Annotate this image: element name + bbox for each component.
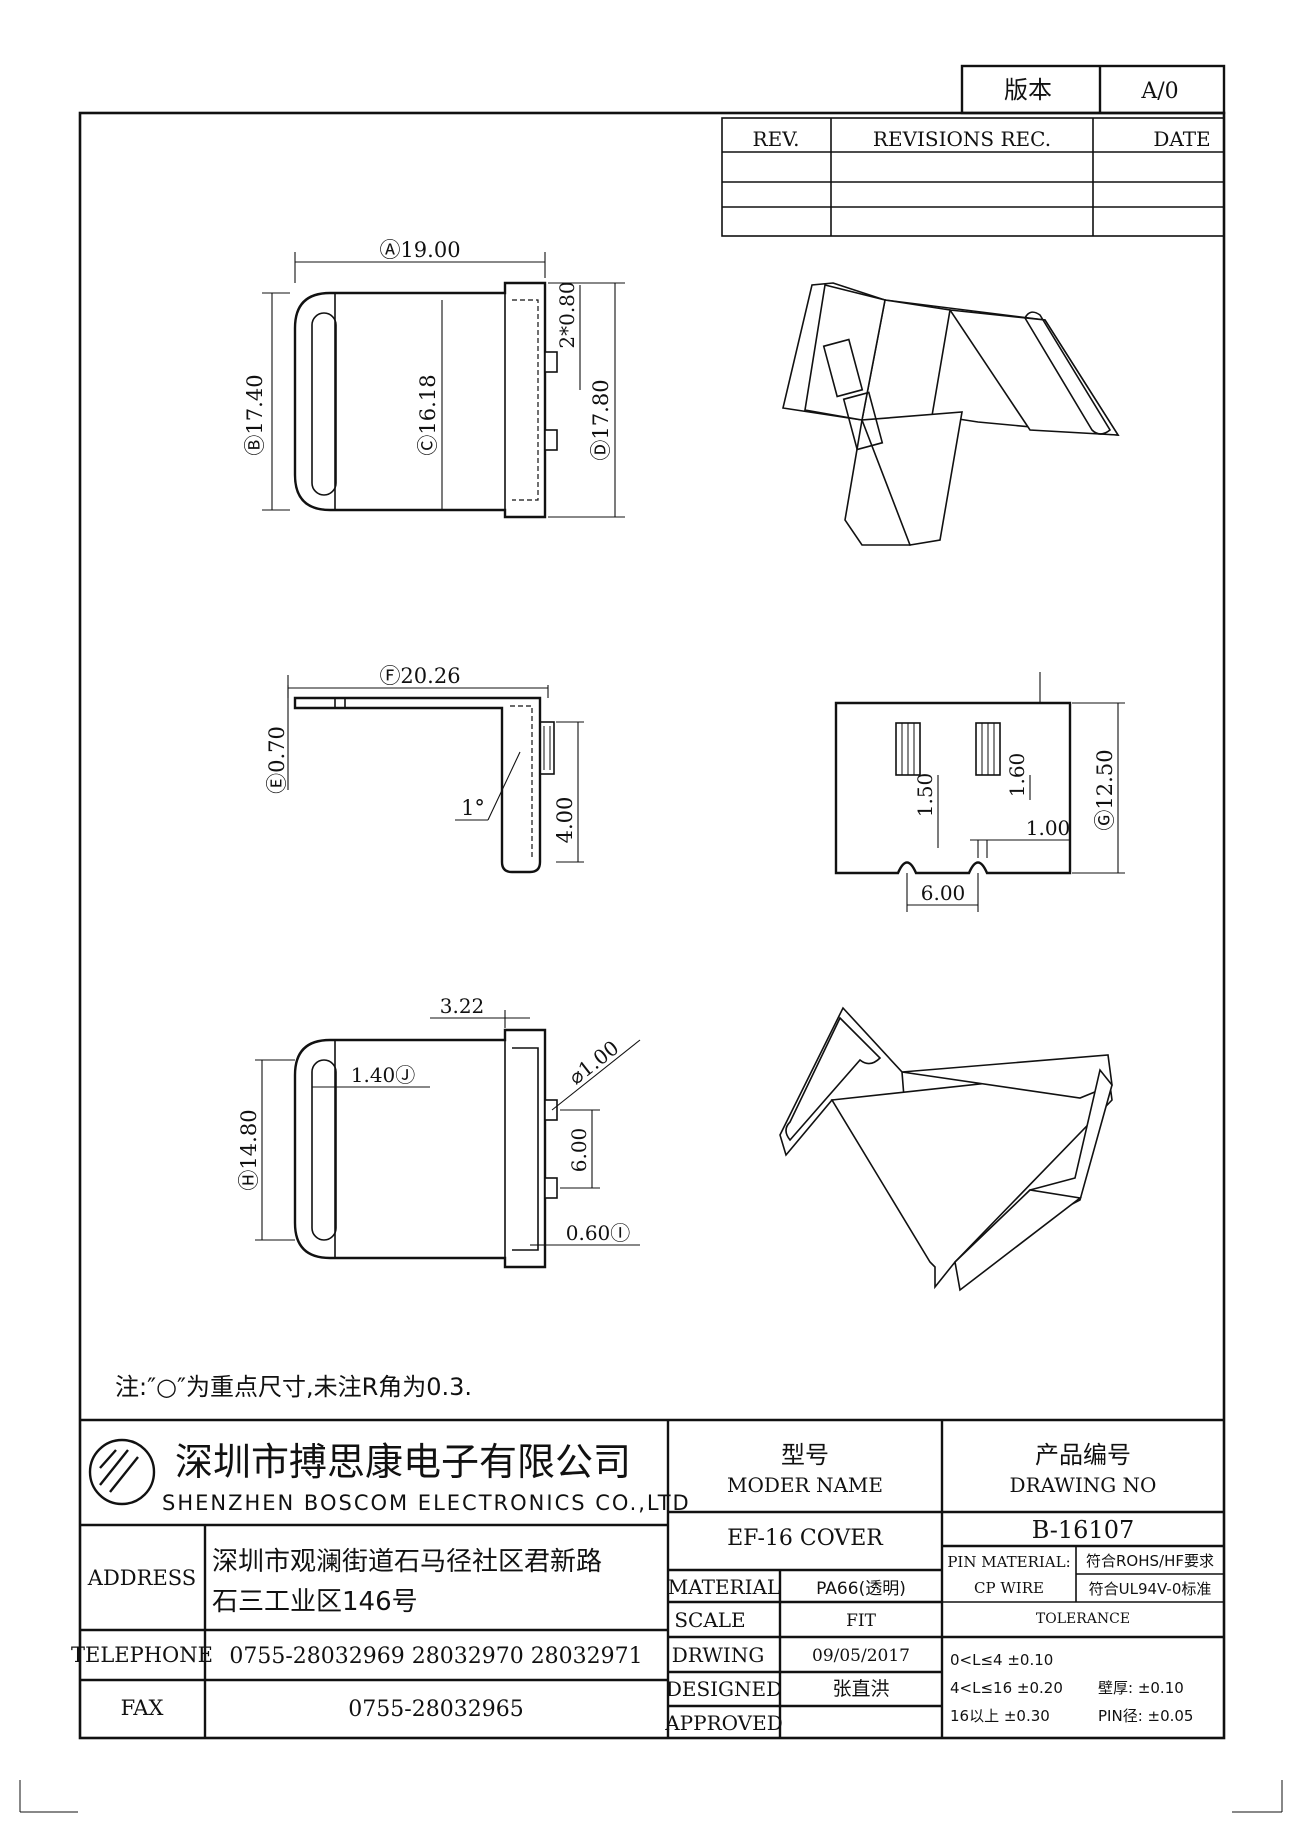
drawing-note: 注:″○″为重点尺寸,未注R角为0.3.	[115, 1373, 472, 1401]
slot-opening	[311, 1059, 337, 1241]
drawing-no-label-cn: 产品编号	[1035, 1441, 1131, 1469]
date-header: DATE	[1153, 127, 1210, 151]
dim-h: Ⓗ14.80	[237, 1109, 261, 1190]
telephone-value: 0755-28032969 28032970 28032971	[229, 1644, 642, 1669]
front-view: 1.50 1.60 1.00 6.00 Ⓖ12.50	[834, 672, 1125, 912]
dim-i: 0.60Ⓘ	[566, 1221, 631, 1245]
tolerance-row-3: 16以上 ±0.30	[950, 1707, 1050, 1725]
crop-marks	[19, 1780, 1283, 1813]
scale-label: SCALE	[674, 1608, 745, 1632]
dim-b: Ⓑ17.40	[243, 374, 267, 455]
model-value: EF-16 COVER	[727, 1526, 884, 1551]
slot-opening	[311, 312, 337, 496]
title-block: 深圳市搏思康电子有限公司 SHENZHEN BOSCOM ELECTRONICS…	[71, 1418, 1224, 1738]
address-label: ADDRESS	[87, 1566, 196, 1590]
scale-value: FIT	[846, 1611, 877, 1631]
isometric-view-bottom	[779, 1006, 1113, 1292]
material-value: PA66(透明)	[816, 1579, 906, 1599]
company-logo	[88, 1438, 156, 1506]
dim-c: Ⓒ16.18	[416, 374, 440, 455]
dim-w2: 6.00	[921, 881, 966, 905]
isometric-view-top	[782, 282, 1120, 546]
dim-angle: 1°	[461, 796, 485, 820]
iso-window	[842, 391, 884, 451]
drwing-value: 09/05/2017	[812, 1646, 910, 1666]
designed-value: 张直洪	[832, 1678, 889, 1700]
drwing-label: DRWING	[672, 1643, 765, 1667]
revisions-rec-header: REVISIONS REC.	[873, 127, 1051, 151]
fax-value: 0755-28032965	[348, 1697, 523, 1722]
wall-tolerance: 壁厚: ±0.10	[1098, 1679, 1184, 1697]
dim-height: 4.00	[553, 797, 577, 844]
top-view: Ⓐ19.00 Ⓑ17.40 Ⓒ16.18 Ⓓ17.80 2*0.80	[243, 238, 625, 519]
version-box: 版本 A/0	[960, 64, 1226, 115]
dim-top: 3.22	[440, 994, 485, 1018]
dim-pitch: 2*0.80	[555, 281, 579, 348]
dim-pitch: 6.00	[567, 1128, 591, 1173]
company-name-cn: 深圳市搏思康电子有限公司	[175, 1440, 631, 1484]
approved-label: APPROVED	[664, 1711, 783, 1735]
fax-label: FAX	[121, 1696, 164, 1720]
drawing-border	[78, 111, 1226, 1740]
rev-header: REV.	[753, 127, 800, 151]
pin-notch	[544, 429, 558, 451]
dim-h1: 1.50	[913, 773, 937, 818]
drawing-no-label-en: DRAWING NO	[1010, 1473, 1157, 1497]
iso-window	[822, 338, 864, 398]
pin-notch	[544, 1099, 558, 1121]
tolerance-row-2: 4<L≤16 ±0.20	[950, 1679, 1063, 1697]
dim-f: Ⓕ20.26	[379, 664, 460, 688]
pin-dia-tolerance: PIN径: ±0.05	[1098, 1707, 1193, 1725]
pin-wire-label: CP WIRE	[974, 1579, 1044, 1597]
dim-w1: 1.00	[1026, 816, 1071, 840]
side-view: Ⓕ20.26 Ⓔ0.70 1° 4.00	[265, 664, 584, 874]
address-line2: 石三工业区146号	[212, 1587, 418, 1617]
model-label-en: MODER NAME	[727, 1473, 883, 1497]
tolerance-row-1: 0<L≤4 ±0.10	[950, 1651, 1053, 1669]
version-label: 版本	[1004, 76, 1052, 104]
tolerance-label: TOLERANCE	[1036, 1611, 1130, 1627]
pin-notch	[544, 1177, 558, 1199]
model-label-cn: 型号	[781, 1441, 829, 1469]
address-line1: 深圳市观澜街道石马径社区君新路	[212, 1547, 602, 1577]
ul-requirement: 符合UL94V-0标准	[1089, 1580, 1212, 1598]
side-pin	[539, 721, 555, 775]
revision-table: REV. REVISIONS REC. DATE	[721, 117, 1225, 237]
drawing-no-value: B-16107	[1032, 1516, 1135, 1544]
dim-j: 1.40Ⓙ	[351, 1063, 416, 1087]
dim-h2: 1.60	[1005, 753, 1029, 798]
dim-a: Ⓐ19.00	[379, 238, 460, 262]
pin-notch	[544, 351, 558, 373]
rohs-requirement: 符合ROHS/HF要求	[1086, 1552, 1214, 1570]
company-name-en: SHENZHEN BOSCOM ELECTRONICS CO.,LTD	[162, 1491, 691, 1515]
version-value: A/0	[1140, 79, 1178, 104]
dim-d: Ⓓ17.80	[589, 379, 613, 460]
pin-material-label: PIN MATERIAL:	[947, 1553, 1070, 1571]
dim-e: Ⓔ0.70	[265, 726, 289, 794]
designed-label: DESIGNED	[666, 1677, 782, 1701]
material-label: MATERIAL	[668, 1575, 780, 1599]
dim-hole: ⌀1.00	[564, 1036, 623, 1090]
dim-g: Ⓖ12.50	[1093, 749, 1117, 830]
telephone-label: TELEPHONE	[71, 1643, 213, 1667]
bottom-view: 3.22 1.40Ⓙ ⌀1.00 6.00 Ⓗ14.80 0.60Ⓘ	[237, 994, 641, 1269]
